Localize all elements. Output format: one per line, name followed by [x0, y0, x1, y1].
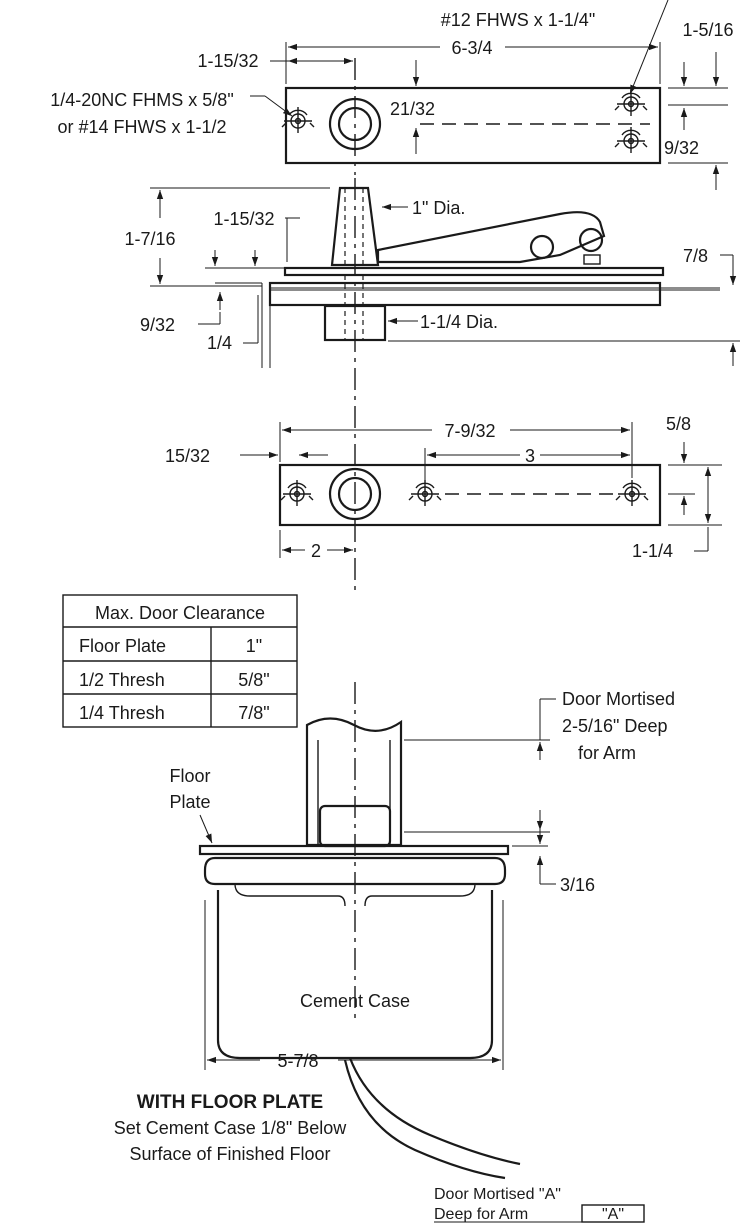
dim-1-5-16: 1-5/16: [682, 20, 733, 40]
screw-top-label: #12 FHWS x 1-1/4": [441, 10, 595, 30]
bottom-screw-1-icon: [280, 479, 314, 507]
bottom-pivot-outer: [328, 467, 382, 521]
bottom-plate-view: 7-9/32 15/32 3 5/8 1-1/4 2: [165, 414, 722, 561]
top-plate-outline: [284, 86, 662, 165]
dim-9-32-left: 9/32: [140, 315, 175, 335]
dim-7-8: 7/8: [683, 246, 708, 266]
screw-right-top-icon: [614, 89, 648, 117]
wire-2: [343, 1059, 506, 1180]
clearance-table: Max. Door Clearance Floor Plate 1" 1/2 T…: [62, 594, 298, 728]
floor-plate-side: [268, 281, 662, 307]
clearance-row-1-label: Floor Plate: [79, 636, 166, 656]
floor-plate-label-2: Plate: [169, 792, 210, 812]
legend-line-1: Door Mortised "A": [434, 1186, 561, 1203]
screw-left-label-2: or #14 FHWS x 1-1/2: [57, 117, 226, 137]
set-cement-note-1: Set Cement Case 1/8" Below: [114, 1118, 348, 1138]
dim-2: 2: [311, 541, 321, 561]
door-section: [305, 717, 403, 847]
cement-case-rim: [203, 856, 507, 886]
dim-1-15-32-top: 1-15/32: [197, 51, 258, 71]
dim-1-1-4-dia: 1-1/4 Dia.: [420, 312, 498, 332]
door-mortised-line-2: 2-5/16" Deep: [562, 716, 667, 736]
set-cement-note-2: Surface of Finished Floor: [129, 1144, 330, 1164]
arm-roller: [578, 227, 604, 253]
dim-1-dia: 1" Dia.: [412, 198, 465, 218]
door-mortised-line-1: Door Mortised: [562, 689, 675, 709]
bottom-screw-3-icon: [615, 479, 649, 507]
floor-plate-label-1: Floor: [169, 766, 210, 786]
dim-6-3-4: 6-3/4: [451, 38, 492, 58]
dim-3-16: 3/16: [560, 875, 595, 895]
floor-plate: [198, 844, 510, 856]
legend-box-value: "A": [602, 1206, 624, 1223]
top-plate-side: [283, 266, 665, 277]
dim-5-7-8: 5-7/8: [277, 1051, 318, 1071]
clearance-table-title: Max. Door Clearance: [95, 603, 265, 623]
screw-right-bottom-icon: [614, 126, 648, 154]
clearance-row-1-value: 1": [246, 636, 262, 656]
dim-1-7-16: 1-7/16: [124, 229, 175, 249]
bottom-screw-2-icon: [408, 479, 442, 507]
bottom-plate-outline: [278, 463, 662, 527]
top-plate-view: #12 FHWS x 1-1/4" 1/4-20NC FHMS x 5/8" o…: [50, 0, 734, 190]
dim-3: 3: [525, 446, 535, 466]
legend-line-2: Deep for Arm: [434, 1206, 528, 1223]
spindle-body: [330, 186, 380, 267]
clearance-row-2-value: 5/8": [238, 670, 269, 690]
dim-1-4: 1/4: [207, 333, 232, 353]
dim-21-32: 21/32: [390, 99, 435, 119]
dim-15-32: 15/32: [165, 446, 210, 466]
cement-case-view: Cement Case Door Mortised 2-5/16" Deep f…: [169, 682, 675, 1180]
bottom-pivot-inner: [337, 476, 373, 512]
clearance-row-2-label: 1/2 Thresh: [79, 670, 165, 690]
clearance-row-3-label: 1/4 Thresh: [79, 703, 165, 723]
with-floor-plate-title: WITH FLOOR PLATE: [137, 1092, 323, 1113]
dim-9-32-right: 9/32: [664, 138, 699, 158]
dim-5-8: 5/8: [666, 414, 691, 434]
screw-left-label-1: 1/4-20NC FHMS x 5/8": [50, 90, 233, 110]
legend-box: [581, 1204, 645, 1223]
dim-1-15-32-mid: 1-15/32: [213, 209, 274, 229]
side-view: 1" Dia. 1-15/32 1-7/16 9/32 1/4 1-1/4 Di…: [124, 178, 740, 590]
dim-7-9-32: 7-9/32: [444, 421, 495, 441]
cement-case-body: [216, 890, 494, 1060]
mortise-legend: Door Mortised "A" Deep for Arm "A": [434, 1186, 645, 1223]
dim-1-1-4: 1-1/4: [632, 541, 673, 561]
clearance-row-3-value: 7/8": [238, 703, 269, 723]
wire-1: [348, 1057, 521, 1166]
cement-case-label: Cement Case: [300, 991, 410, 1011]
arm-pivot-hole: [529, 234, 555, 260]
door-mortised-line-3: for Arm: [578, 743, 636, 763]
arm-body: [376, 211, 606, 264]
